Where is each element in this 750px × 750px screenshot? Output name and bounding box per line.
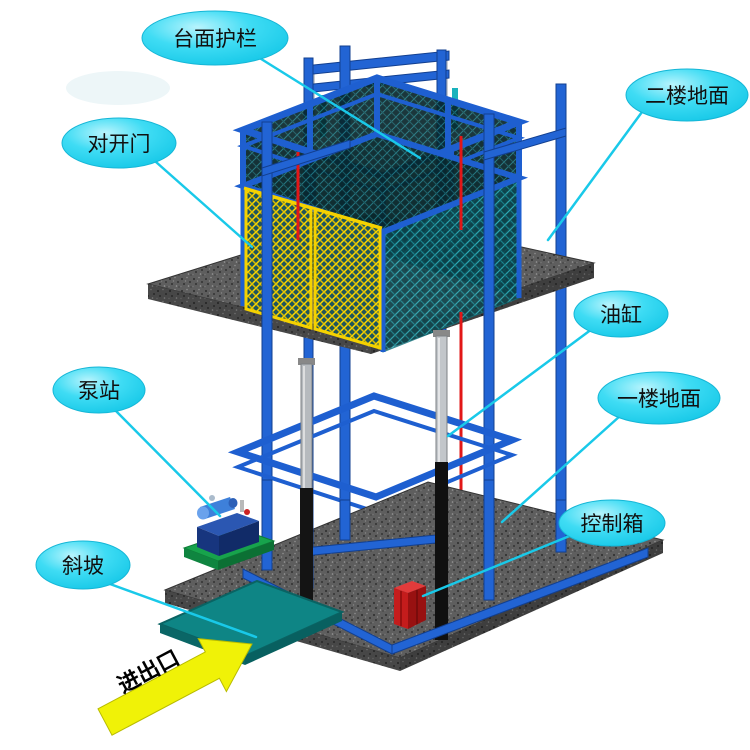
callout-label: 控制箱	[581, 512, 644, 536]
entrance-arrow: 进出口	[97, 638, 253, 736]
callout-bubble	[141, 10, 289, 66]
callout-first-floor-ground: 一楼地面	[500, 371, 721, 524]
callout-label: 斜坡	[62, 554, 104, 578]
callouts: 台面护栏 二楼地面 对开门 油缸 泵站 一楼地面	[35, 10, 749, 639]
callout-label: 二楼地面	[645, 84, 729, 108]
callout-control-box: 控制箱	[421, 499, 666, 598]
leader-line	[108, 582, 258, 639]
callout-label: 泵站	[78, 379, 120, 403]
leader-line	[546, 110, 644, 242]
pump-station-unit	[182, 495, 276, 570]
callout-bubble	[625, 68, 749, 122]
callout-oil-cylinder: 油缸	[446, 290, 669, 438]
callout-label: 一楼地面	[617, 387, 701, 411]
callout-pump-station: 泵站	[52, 366, 222, 518]
leader-line	[500, 414, 622, 524]
leader-line	[421, 533, 574, 598]
callout-platform-guardrail: 台面护栏	[141, 10, 422, 160]
callout-label: 台面护栏	[173, 27, 257, 51]
entrance-arrow-shape	[97, 638, 253, 736]
callout-ramp: 斜坡	[35, 540, 258, 639]
callout-bubble	[558, 499, 666, 547]
callout-label: 油缸	[600, 303, 642, 327]
leader-line	[154, 160, 254, 249]
callout-double-swing-door: 对开门	[61, 117, 254, 249]
callout-bubble	[597, 371, 721, 425]
callout-bubble	[61, 117, 177, 169]
watermark-smudge	[66, 71, 170, 105]
callout-second-floor-ground: 二楼地面	[546, 68, 749, 242]
leader-line	[112, 407, 222, 518]
control-box-unit	[394, 581, 426, 629]
leader-line	[446, 327, 594, 438]
mid-guide-frame	[227, 392, 523, 515]
callout-bubble	[52, 366, 146, 414]
oil-cylinders	[298, 330, 450, 640]
callout-bubble	[573, 290, 669, 338]
leader-line	[256, 55, 422, 160]
callout-bubble	[35, 540, 131, 590]
callout-label: 对开门	[88, 132, 151, 156]
